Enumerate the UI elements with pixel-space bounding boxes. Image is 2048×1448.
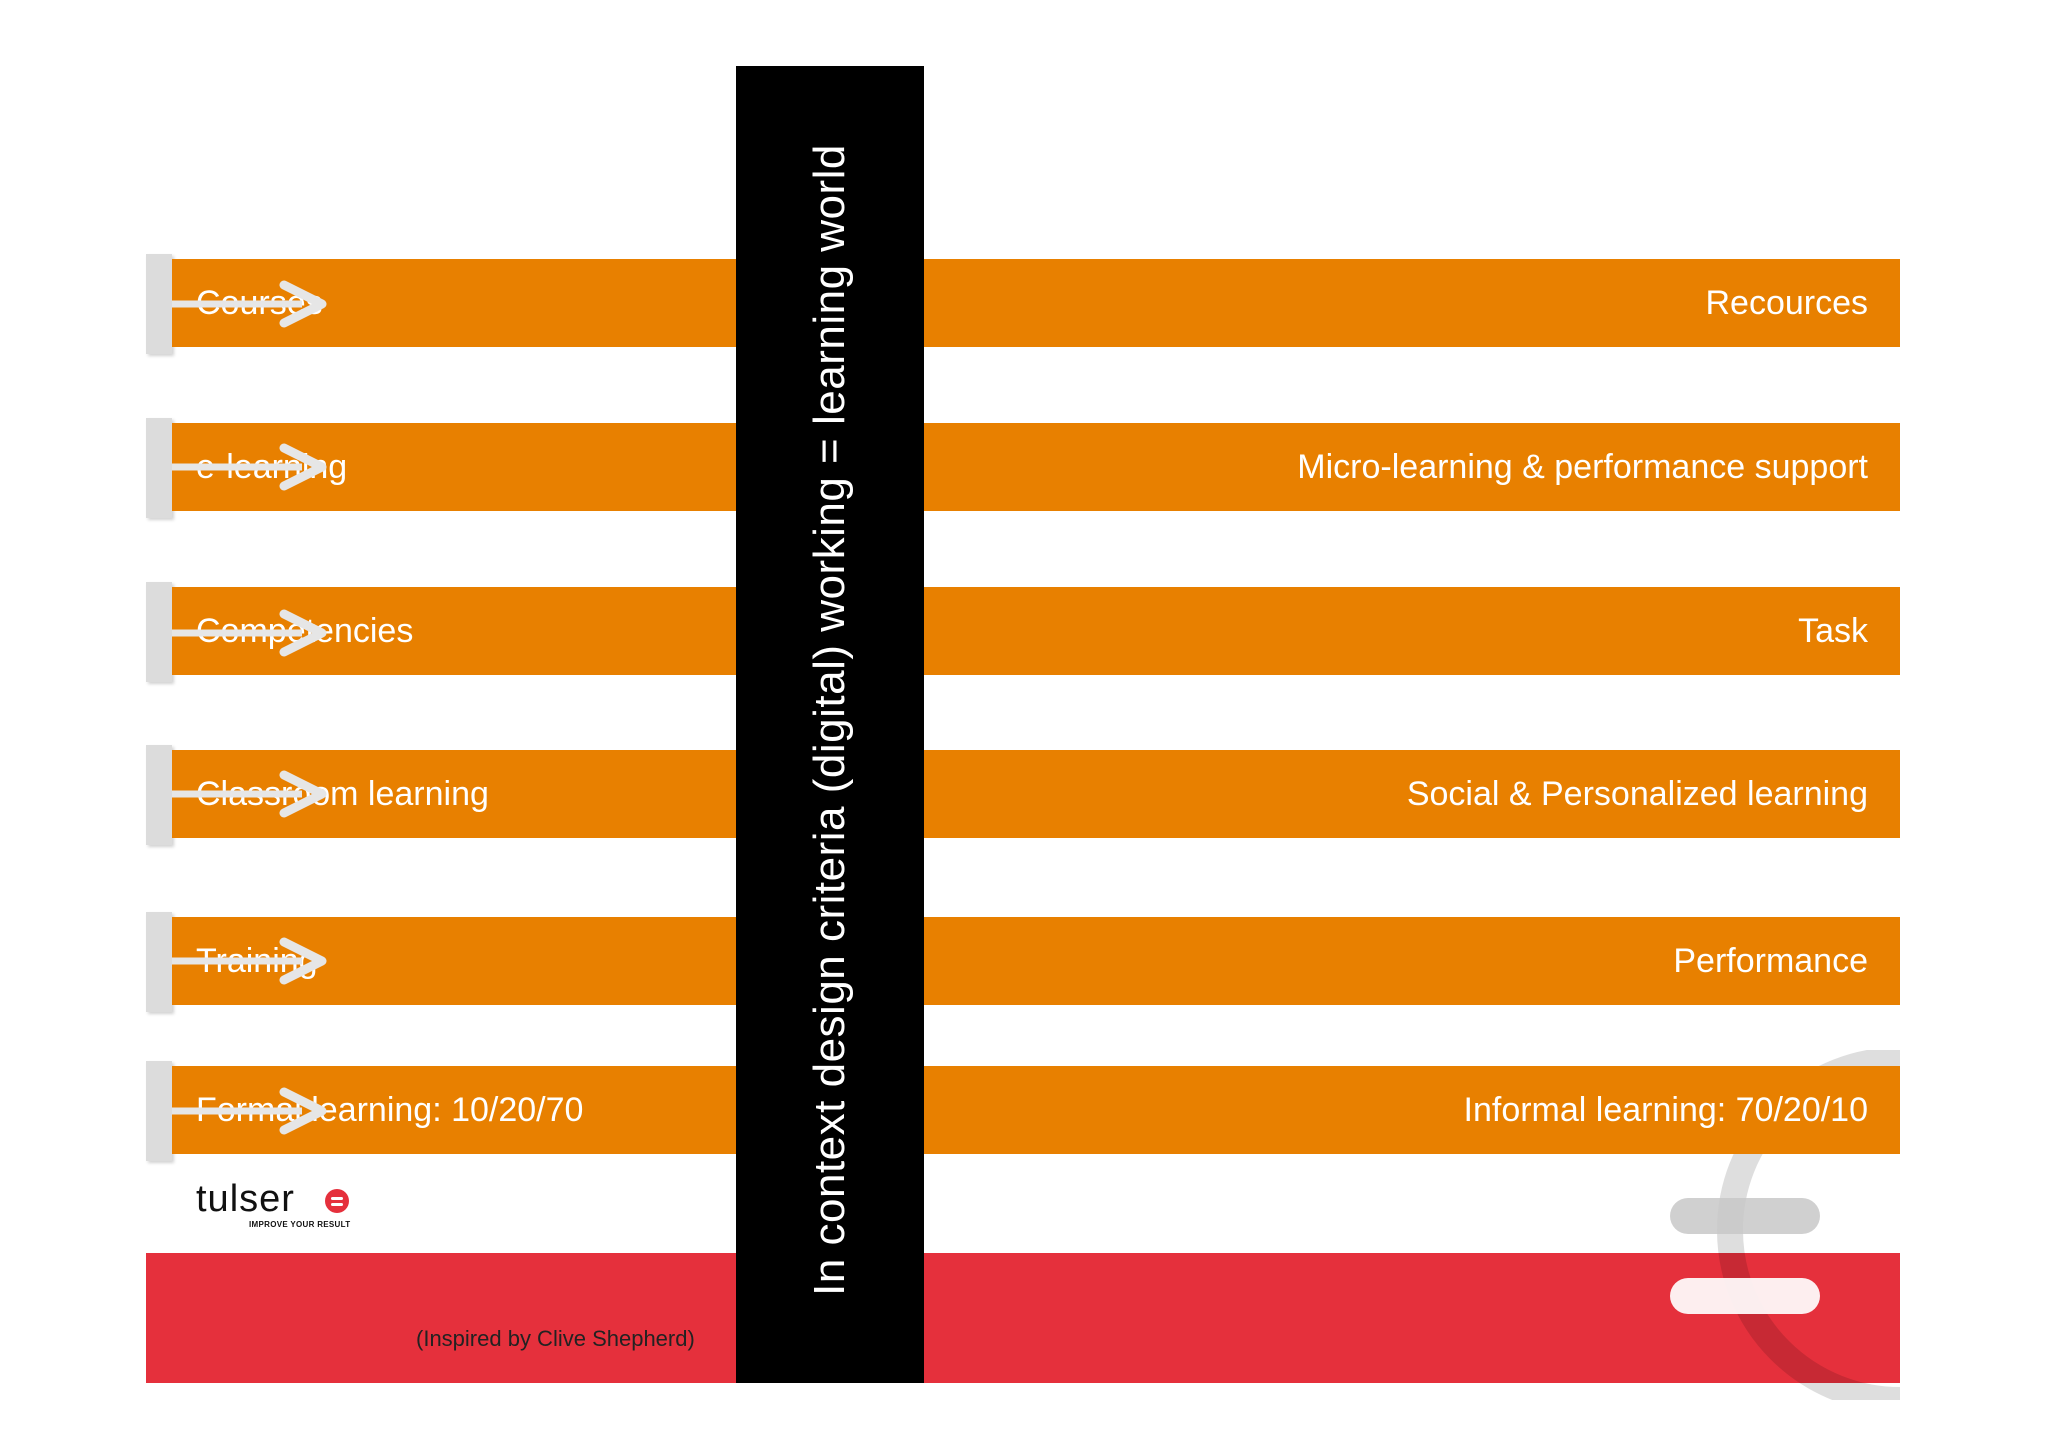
center-title: In context design criteria (digital) wor… — [805, 144, 854, 1296]
right-label: Social & Personalized learning — [1406, 775, 1868, 813]
logo-tagline: IMPROVE YOUR RESULT — [249, 1220, 351, 1229]
arrow-right-icon — [172, 1087, 327, 1135]
right-bar-informal-learning: Informal learning: 70/20/10 — [924, 1066, 1900, 1154]
right-bar-social-personalized: Social & Personalized learning — [924, 750, 1900, 838]
right-bar-micro-learning: Micro-learning & performance support — [924, 423, 1900, 511]
row-tab — [146, 418, 172, 518]
tulser-logo: tulser IMPROVE YOUR RESULT — [196, 1178, 366, 1234]
row-tab — [146, 254, 172, 354]
right-bar-task: Task — [924, 587, 1900, 675]
row-tab — [146, 745, 172, 845]
red-footer-band — [146, 1253, 1900, 1383]
center-vertical-bar — [736, 66, 924, 1383]
arrow-right-icon — [172, 609, 327, 657]
right-label: Recources — [1705, 284, 1868, 322]
row-tab — [146, 912, 172, 1012]
right-label: Task — [1798, 612, 1868, 650]
row-tab — [146, 582, 172, 682]
row-tab — [146, 1061, 172, 1161]
right-label: Informal learning: 70/20/10 — [1463, 1091, 1868, 1129]
arrow-right-icon — [172, 280, 327, 328]
arrow-right-icon — [172, 770, 327, 818]
arrow-right-icon — [172, 937, 327, 985]
logo-mark-icon — [325, 1189, 349, 1213]
right-bar-recources: Recources — [924, 259, 1900, 347]
right-label: Performance — [1673, 942, 1868, 980]
logo-name: tulser — [196, 1178, 295, 1220]
credit-text: (Inspired by Clive Shepherd) — [416, 1326, 695, 1351]
right-label: Micro-learning & performance support — [1297, 448, 1868, 486]
right-bar-performance: Performance — [924, 917, 1900, 1005]
arrow-right-icon — [172, 443, 327, 491]
